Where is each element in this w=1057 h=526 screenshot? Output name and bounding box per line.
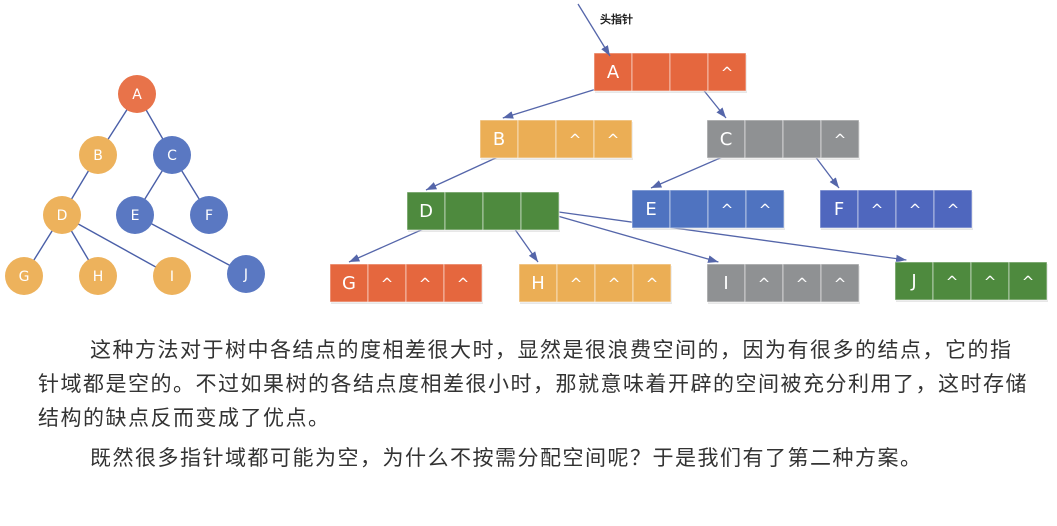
null-pointer-field: ^ [984,273,997,291]
tree-edges [23,93,247,277]
linked-node-F: F ^ ^ ^ [819,189,973,230]
null-pointer-field: ^ [871,201,884,219]
tree-node-G: G [5,257,43,295]
null-pointer-field: ^ [759,201,772,219]
null-pointer-field: ^ [946,273,959,291]
null-pointer-field: ^ [834,275,847,293]
tree-edge-D-I [61,214,173,277]
tree-node-D: D [43,196,81,234]
tree-node-J: J [227,255,265,293]
tree-node-E: E [116,196,154,234]
linked-node-D: D [406,191,560,232]
null-pointer-field: ^ [457,275,470,293]
data-field: D [419,201,433,222]
svg-text:F: F [205,208,213,224]
data-field: G [342,273,356,294]
tree-node-H: H [79,257,117,295]
svg-text:I: I [170,269,174,285]
pointer-D-J [551,210,907,263]
data-field: F [834,199,844,220]
data-field: A [607,62,620,83]
null-pointer-field: ^ [1022,273,1035,291]
svg-text:D: D [57,208,68,224]
head-pointer: 头指针 [577,3,633,57]
linked-node-G: G ^ ^ ^ [329,263,483,304]
null-pointer-field: ^ [607,131,620,149]
linked-edges [348,71,907,263]
null-pointer-field: ^ [721,64,734,82]
null-pointer-field: ^ [646,275,659,293]
svg-text:G: G [19,269,30,285]
null-pointer-field: ^ [758,275,771,293]
null-pointer-field: ^ [796,275,809,293]
svg-text:A: A [132,87,142,103]
paragraph-1: 这种方法对于树中各结点的度相差很大时，显然是很浪费空间的，因为有很多的结点，它的… [38,338,1028,430]
null-pointer-field: ^ [909,201,922,219]
pointer-D-I [539,210,719,263]
data-field: C [720,129,733,150]
linked-node-A: A^ [593,52,747,93]
null-pointer-field: ^ [419,275,432,293]
data-field: J [910,271,916,292]
data-field: I [723,273,728,294]
svg-text:B: B [93,148,103,164]
svg-text:E: E [131,208,140,224]
tree-edge-E-J [134,214,247,275]
linked-node-B: B ^ ^ [479,119,633,160]
null-pointer-field: ^ [834,131,847,149]
linked-node-C: C^ [706,119,860,160]
svg-text:J: J [243,267,248,283]
data-field: H [531,273,545,294]
data-field: B [493,129,505,150]
null-pointer-field: ^ [608,275,621,293]
linked-node-H: H ^ ^ ^ [518,263,672,304]
tree-node-A: A [118,75,156,113]
tree-node-I: I [153,257,191,295]
svg-text:C: C [167,148,177,164]
linked-node-I: I ^ ^ ^ [706,263,860,304]
head-pointer-label: 头指针 [600,12,633,26]
null-pointer-field: ^ [381,275,394,293]
paragraph-2: 既然很多指针域都可能为空，为什么不按需分配空间呢？于是我们有了第二种方案。 [90,446,923,470]
svg-text:H: H [93,269,104,285]
null-pointer-field: ^ [570,275,583,293]
tree-node-B: B [79,136,117,174]
tree-node-C: C [153,136,191,174]
null-pointer-field: ^ [721,201,734,219]
null-pointer-field: ^ [947,201,960,219]
linked-node-J: J ^ ^ ^ [894,261,1048,302]
linked-node-E: E ^ ^ [631,189,785,230]
tree-nodes: A B C D E F G H I J [5,75,265,295]
tree-node-F: F [190,196,228,234]
data-field: E [645,199,656,220]
null-pointer-field: ^ [569,131,582,149]
